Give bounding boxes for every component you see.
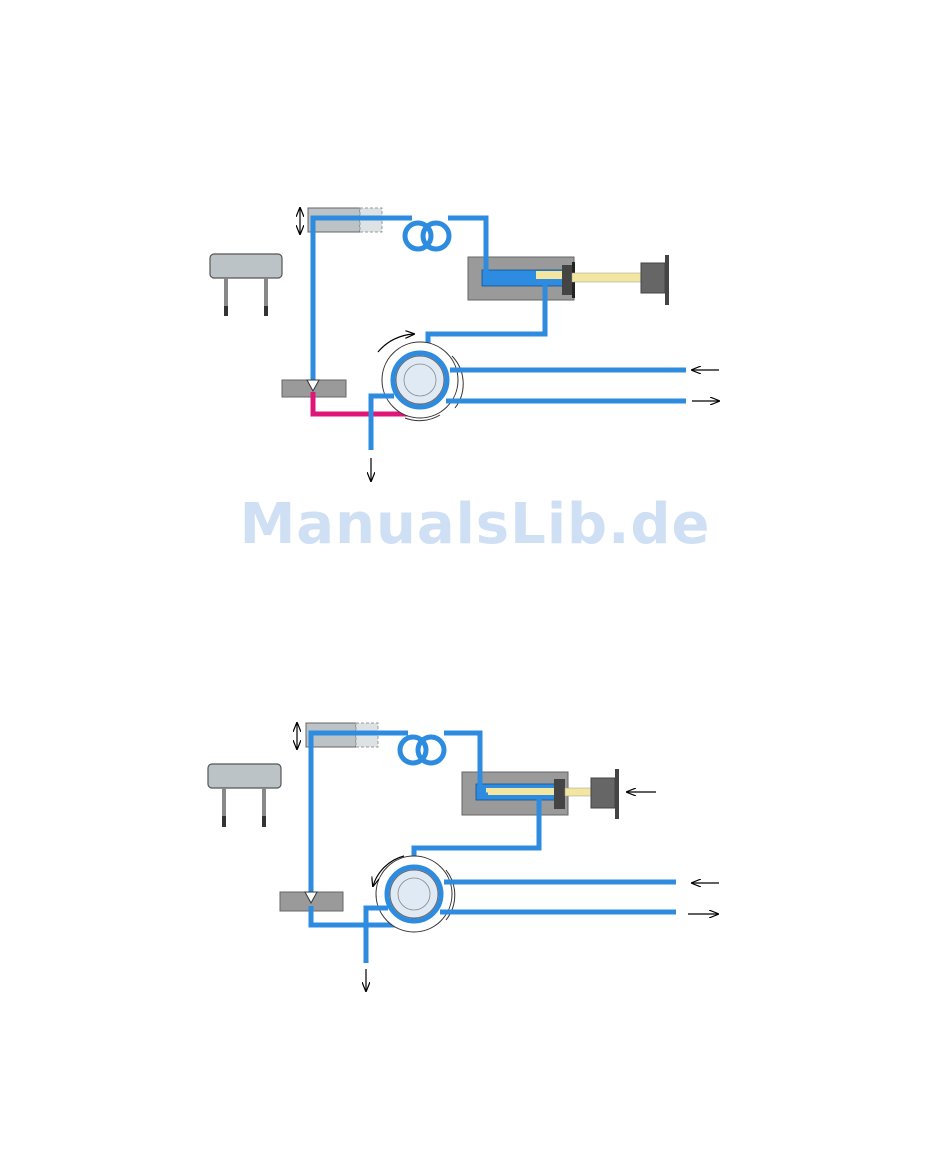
injection-valve <box>373 856 455 932</box>
vial-icon <box>208 764 281 827</box>
injection-valve <box>378 334 463 421</box>
metering-pump <box>468 255 669 305</box>
panel-top <box>210 208 719 481</box>
vial-icon <box>210 254 282 316</box>
panel-bottom <box>208 723 719 991</box>
metering-pump <box>462 769 656 819</box>
